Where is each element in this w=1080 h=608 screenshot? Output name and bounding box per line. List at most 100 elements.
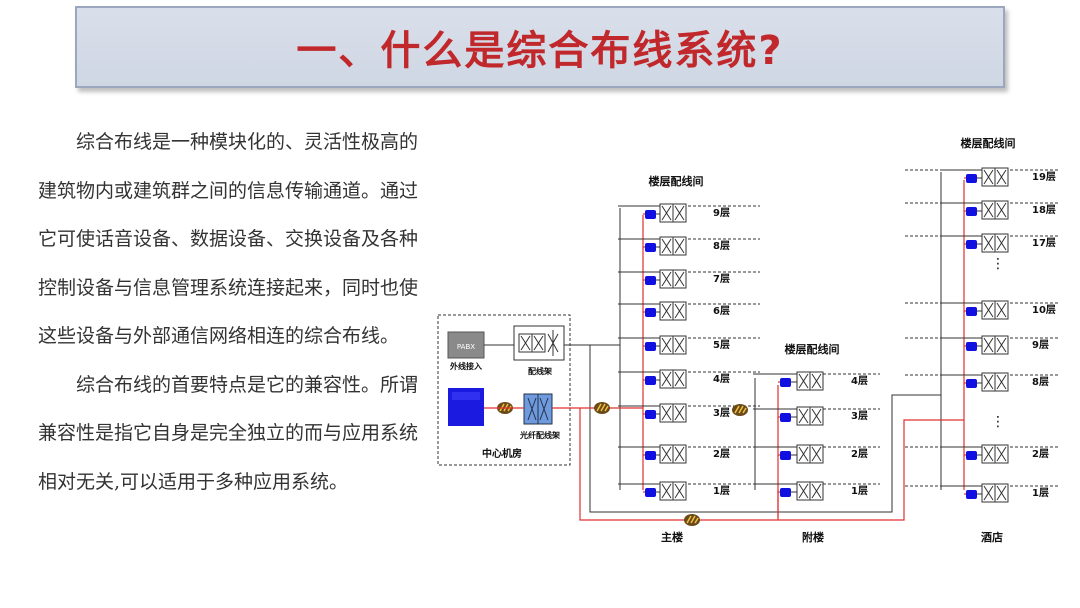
switch-device [966,342,977,351]
switch-device [966,307,977,316]
floor-label: 2层 [851,448,868,460]
floor-patch-frame [659,301,687,321]
floor-label: 2层 [713,448,730,460]
floor-label: 18层 [1032,204,1056,216]
floor-label: 17层 [1032,237,1056,249]
main-closet-label: 楼层配线间 [649,174,704,188]
page-title: 一、什么是综合布线系统? [296,28,784,74]
switch-device [966,240,977,249]
switch-device [966,490,977,499]
floor-row: 3层 [618,403,760,423]
switch-device [645,410,656,419]
floor-patch-frame [659,444,687,464]
floor-row: 2层 [753,444,880,464]
floor-patch-frame [659,403,687,423]
floor-label: 8层 [713,240,730,252]
floor-patch-frame [981,372,1009,392]
switch-device [780,488,791,497]
floor-label: 10层 [1032,304,1056,316]
floor-row: 9层 [905,335,1060,355]
main-building: 楼层配线间 9层 8层 7层 6层 5层 4层 3层 2层 1层 主楼 [618,174,760,544]
floor-patch-frame [659,236,687,256]
center-room: PABX 外线接入 配线架 光纤配线架 中心机房 [437,314,571,466]
fiber-coil-icon [683,513,701,527]
floor-patch-frame [981,335,1009,355]
floor-row: 1层 [618,481,760,501]
floor-patch-frame [981,200,1009,220]
hotel-building-name: 酒店 [981,530,1003,544]
floor-patch-frame [796,481,824,501]
floor-patch-frame [981,167,1009,187]
floor-label: 5层 [713,339,730,351]
switch-device [645,243,656,252]
floor-row: 1层 [753,481,880,501]
fiber-patch-frame-label: 光纤配线架 [519,430,560,440]
floor-label: 4层 [713,373,730,385]
switch-device [645,276,656,285]
switch-device [966,174,977,183]
switch-device [645,210,656,219]
floor-label: 9层 [1032,339,1049,351]
paragraph-1: 综合布线是一种模块化的、灵活性极高的建筑物内或建筑群之间的信息传输通道。通过它可… [38,131,419,347]
hotel-building: 楼层配线间 19层 18层 17层 ⋮ 10层 9层 8层 ⋮ 2层 1层 酒店 [905,136,1060,544]
paragraph-2: 综合布线的首要特点是它的兼容性。所谓兼容性是指它自身是完全独立的而与应用系统相对… [38,373,419,493]
floor-row: 6层 [618,301,760,321]
fiber-coil-icon [593,401,611,415]
floor-label: 9层 [713,207,730,219]
switch-device [645,376,656,385]
floor-label: 3层 [851,410,868,422]
floor-row: 7层 [618,269,760,289]
floor-row: 1层 [905,483,1060,503]
floor-row: 4层 [618,369,760,389]
fiber-coil-icon [731,403,749,417]
switch-device [780,413,791,422]
annex-building: 楼层配线间 4层 3层 2层 1层 附楼 [753,342,880,544]
external-access-label: 外线接入 [450,361,482,371]
ellipsis-label: ⋮ [991,256,1005,272]
body-text: 综合布线是一种模块化的、灵活性极高的建筑物内或建筑群之间的信息传输通道。通过它可… [38,118,418,506]
floor-patch-frame [659,481,687,501]
patch-frame-label: 配线架 [528,366,552,376]
ellipsis-label: ⋮ [991,414,1005,430]
title-banner: 一、什么是综合布线系统? [75,6,1005,88]
switch-device [645,451,656,460]
floor-row: 5层 [618,335,760,355]
floor-row: 17层 [905,233,1060,253]
switch-device [645,488,656,497]
floor-label: 19层 [1032,171,1056,183]
switch-device [780,378,791,387]
floor-label: 1层 [851,485,868,497]
floor-patch-frame [796,406,824,426]
switch-device [966,379,977,388]
floor-row: 8层 [905,372,1060,392]
floor-patch-frame [659,369,687,389]
switch-device [780,451,791,460]
campus-backbone [552,344,964,527]
main-patch-frame [513,325,565,361]
switch-device [966,451,977,460]
annex-building-name: 附楼 [802,530,824,544]
floor-label: 6层 [713,305,730,317]
floor-patch-frame [981,233,1009,253]
floor-row: 10层 [905,300,1060,320]
floor-patch-frame [981,300,1009,320]
floor-patch-frame [981,444,1009,464]
floor-label: 3层 [713,407,730,419]
floor-patch-frame [796,371,824,391]
floor-row: 8层 [618,236,760,256]
floor-label: 1层 [713,485,730,497]
main-building-name: 主楼 [661,530,683,544]
center-room-label: 中心机房 [482,447,522,460]
annex-closet-label: 楼层配线间 [785,342,840,356]
server-device [448,388,484,426]
floor-patch-frame [659,269,687,289]
switch-device [645,342,656,351]
floor-label: 2层 [1032,448,1049,460]
floor-row: 2层 [905,444,1060,464]
hotel-closet-label: 楼层配线间 [961,136,1016,150]
floor-row: 19层 [905,167,1060,187]
floor-label: 8层 [1032,376,1049,388]
floor-patch-frame [796,444,824,464]
floor-label: 4层 [851,375,868,387]
floor-row: ⋮ [991,414,1005,430]
